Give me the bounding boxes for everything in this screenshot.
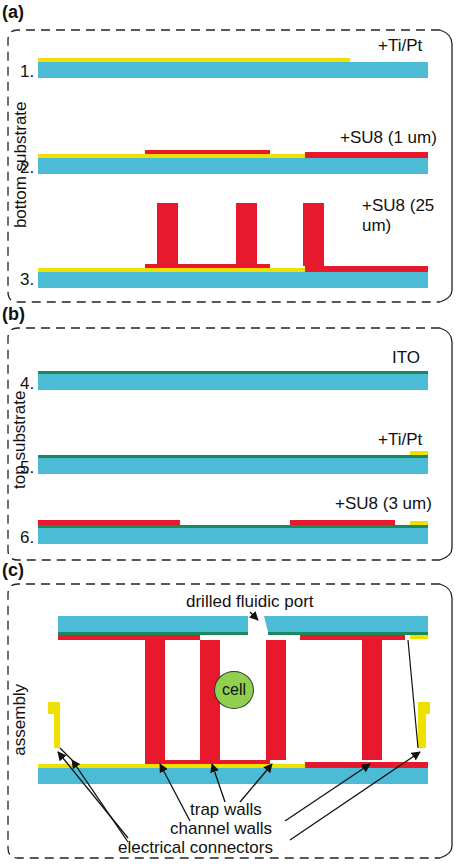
callout-label: channel walls	[170, 819, 272, 839]
layer-label: +SU8 (3 um)	[335, 494, 432, 514]
step-number: 5.	[20, 458, 34, 478]
panel-letter: (b)	[2, 304, 25, 325]
panel-letter: (a)	[2, 2, 24, 23]
step-number: 6.	[20, 528, 34, 548]
callout-label: trap walls	[190, 800, 262, 820]
layer-label: +Ti/Pt	[378, 430, 422, 450]
group-label: assembly	[10, 684, 30, 756]
step-number: 1.	[20, 62, 34, 82]
cell-circle: cell	[214, 671, 254, 709]
callout-label: electrical connectors	[118, 838, 273, 858]
callout-label: drilled fluidic port	[186, 592, 314, 612]
layer-label: +SU8 (1 um)	[340, 128, 437, 148]
step-number: 2.	[20, 158, 34, 178]
layer-label: ITO	[392, 348, 420, 368]
step-number: 4.	[20, 374, 34, 394]
layer-label: +SU8 (25 um)	[362, 196, 440, 235]
step-number: 3.	[20, 270, 34, 290]
panel-letter: (c)	[2, 560, 24, 581]
layer-label: +Ti/Pt	[378, 36, 422, 56]
node-text: cell	[222, 681, 246, 699]
